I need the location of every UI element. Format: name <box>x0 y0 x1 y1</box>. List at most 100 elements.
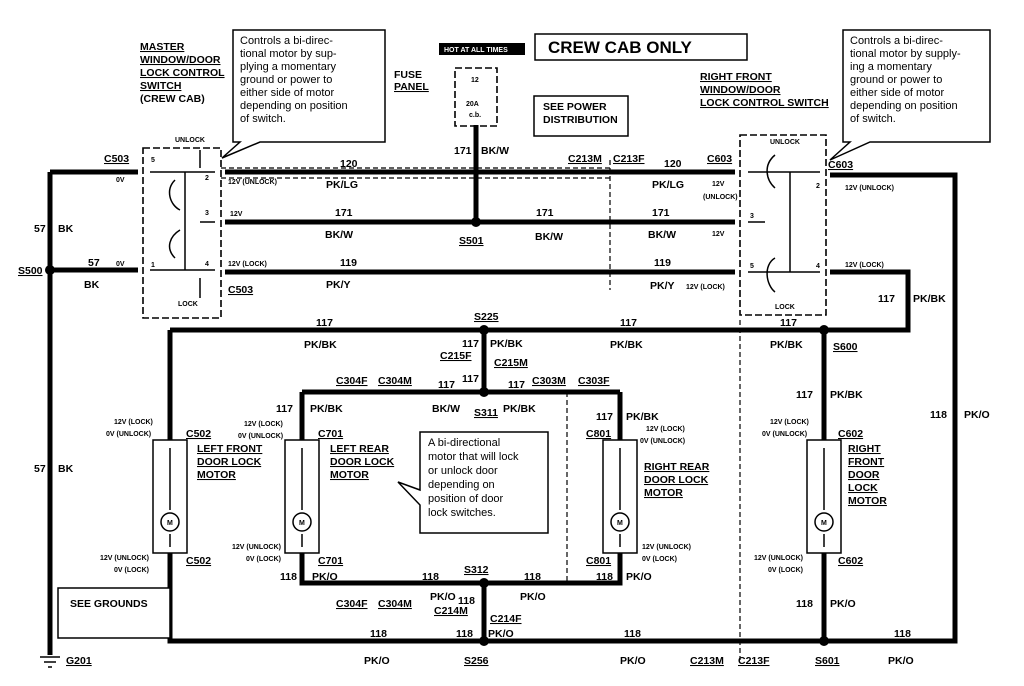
label-wires-pkbk: PK/BK <box>913 293 946 305</box>
label-connectors-c603: C603 <box>707 153 732 165</box>
label-wires-n117: 117 <box>780 317 797 329</box>
label-splices-s500: S500 <box>18 265 43 277</box>
label-notes-right_switch-6: of switch. <box>850 113 896 125</box>
splice-dots <box>45 217 829 646</box>
label-notes-right_switch-2: ing a momentary <box>850 61 932 73</box>
left-switch-note: Controls a bi-direc- tional motor by sup… <box>240 35 348 125</box>
label-volts-v12: 12V <box>712 231 725 238</box>
label-volts-v12unlock: 12V (UNLOCK) <box>100 555 149 562</box>
label-wires-n117: 117 <box>508 379 525 391</box>
label-wires-pkbk: PK/BK <box>304 339 337 351</box>
label-components-lr_motor-1: DOOR LOCK <box>330 456 395 468</box>
label-notes-left_switch-4: either side of motor <box>240 87 334 99</box>
label-wires-n118: 118 <box>596 571 613 583</box>
label-pins-p4: 4 <box>816 263 820 270</box>
label-components-master_switch-0: MASTER <box>140 41 185 53</box>
label-wires-pkbk: PK/BK <box>626 411 659 423</box>
label-volts-v0unlock: 0V (UNLOCK) <box>762 431 807 438</box>
label-wires-bkw: BK/W <box>432 403 460 415</box>
label-notes-left_switch-3: ground or power to <box>240 74 332 86</box>
label-volts-v12lock: 12V (LOCK) <box>770 419 809 426</box>
label-connectors-c503: C503 <box>228 284 253 296</box>
label-wires-pkbk: PK/BK <box>610 339 643 351</box>
label-components-rf_motor-3: LOCK <box>848 482 878 494</box>
ms-lock-label: LOCK <box>178 301 198 308</box>
label-wires-n118: 118 <box>280 571 297 583</box>
label-components-rr_motor-1: DOOR LOCK <box>644 474 709 486</box>
label-notes-right_switch-4: either side of motor <box>850 87 944 99</box>
label-splices-s225: S225 <box>474 311 499 323</box>
label-components-master_switch-2: LOCK CONTROL <box>140 67 225 79</box>
label-connectors-c701: C701 <box>318 428 343 440</box>
label-notes-left_switch-0: Controls a bi-direc- <box>240 35 333 47</box>
label-pins-p5: 5 <box>151 157 155 164</box>
label-volts-v12lock: 12V (LOCK) <box>244 421 283 428</box>
label-connectors-c304m: C304M <box>378 598 412 610</box>
label-pins-p5: 5 <box>750 263 754 270</box>
label-wires-n118: 118 <box>624 628 641 640</box>
label-volts-v0lock: 0V (LOCK) <box>642 556 677 563</box>
fuse-label-2: PANEL <box>394 81 429 93</box>
label-volts-v12unlock: 12V (UNLOCK) <box>845 185 894 192</box>
label-wires-n118: 118 <box>370 628 387 640</box>
hot-badge <box>439 43 525 55</box>
label-wires-bkw: BK/W <box>325 229 353 241</box>
label-components-rr_motor-0: RIGHT REAR <box>644 461 710 473</box>
label-connectors-c801: C801 <box>586 428 611 440</box>
label-wires-pko: PK/O <box>626 571 652 583</box>
label-splices-s600: S600 <box>833 341 858 353</box>
label-wires-pko: PK/O <box>830 598 856 610</box>
master-switch-symbol <box>150 150 215 298</box>
ground-symbol <box>40 656 60 668</box>
label-wires-pko: PK/O <box>364 655 390 667</box>
label-wires-pko: PK/O <box>430 591 456 603</box>
label-wires-n118: 118 <box>524 571 541 583</box>
label-connectors-c602: C602 <box>838 428 863 440</box>
label-splices-s501: S501 <box>459 235 484 247</box>
lf-motor-label: LEFT FRONT DOOR LOCK MOTOR <box>197 443 263 481</box>
label-connectors-c603: C603 <box>828 159 853 171</box>
label-connectors-c304f: C304F <box>336 598 368 610</box>
label-components-rf_motor-0: RIGHT <box>848 443 881 455</box>
label-motor_symbol: M <box>167 520 173 527</box>
label-connectors-c304f: C304F <box>336 375 368 387</box>
label-motor_symbol: M <box>299 520 305 527</box>
label-notes-right_switch-3: ground or power to <box>850 74 942 86</box>
label-wires-pko: PK/O <box>888 655 914 667</box>
rf-motor-label: RIGHT FRONT DOOR LOCK MOTOR <box>848 443 887 507</box>
label-wires-pkbk: PK/BK <box>490 338 523 350</box>
hot-label: HOT AT ALL TIMES <box>444 47 508 54</box>
label-pins-p4: 4 <box>205 261 209 268</box>
label-notes-left_switch-1: tional motor by sup- <box>240 48 337 60</box>
fuse-label-1: FUSE <box>394 69 422 81</box>
label-volts-unlock_p: (UNLOCK) <box>703 194 738 201</box>
label-wires-n117: 117 <box>438 379 455 391</box>
label-wires-pkbk: PK/BK <box>310 403 343 415</box>
motor-boxes <box>152 439 842 554</box>
label-volts-v12unlock: 12V (UNLOCK) <box>228 179 277 186</box>
label-splices-s256: S256 <box>464 655 489 667</box>
label-wires-pklg: PK/LG <box>326 179 358 191</box>
label-connectors-c502: C502 <box>186 555 211 567</box>
label-notes-left_switch-2: plying a momentary <box>240 61 336 73</box>
label-components-right_switch-2: LOCK CONTROL SWITCH <box>700 97 829 109</box>
power-line-2: DISTRIBUTION <box>543 114 618 126</box>
label-volts-v0lock: 0V (LOCK) <box>246 556 281 563</box>
label-components-lr_motor-2: MOTOR <box>330 469 369 481</box>
label-wires-pkbk: PK/BK <box>770 339 803 351</box>
label-wires-pko: PK/O <box>520 591 546 603</box>
master-switch-label: MASTER WINDOW/DOOR LOCK CONTROL SWITCH (… <box>140 41 225 105</box>
label-components-rf_motor-4: MOTOR <box>848 495 887 507</box>
label-connectors-c304m: C304M <box>378 375 412 387</box>
right-switch-label: RIGHT FRONT WINDOW/DOOR LOCK CONTROL SWI… <box>700 71 829 109</box>
label-components-rf_motor-1: FRONT <box>848 456 885 468</box>
label-volts-v0unlock: 0V (UNLOCK) <box>238 433 283 440</box>
label-volts-v0lock: 0V (LOCK) <box>114 567 149 574</box>
label-wires-n118: 118 <box>894 628 911 640</box>
label-wires-n117: 117 <box>620 317 637 329</box>
label-notes-motor-3: depending on <box>428 479 495 491</box>
label-connectors-c215f: C215F <box>440 350 472 362</box>
label-components-lr_motor-0: LEFT REAR <box>330 443 389 455</box>
label-wires-pklg: PK/LG <box>652 179 684 191</box>
label-wires-n119: 119 <box>340 257 357 269</box>
